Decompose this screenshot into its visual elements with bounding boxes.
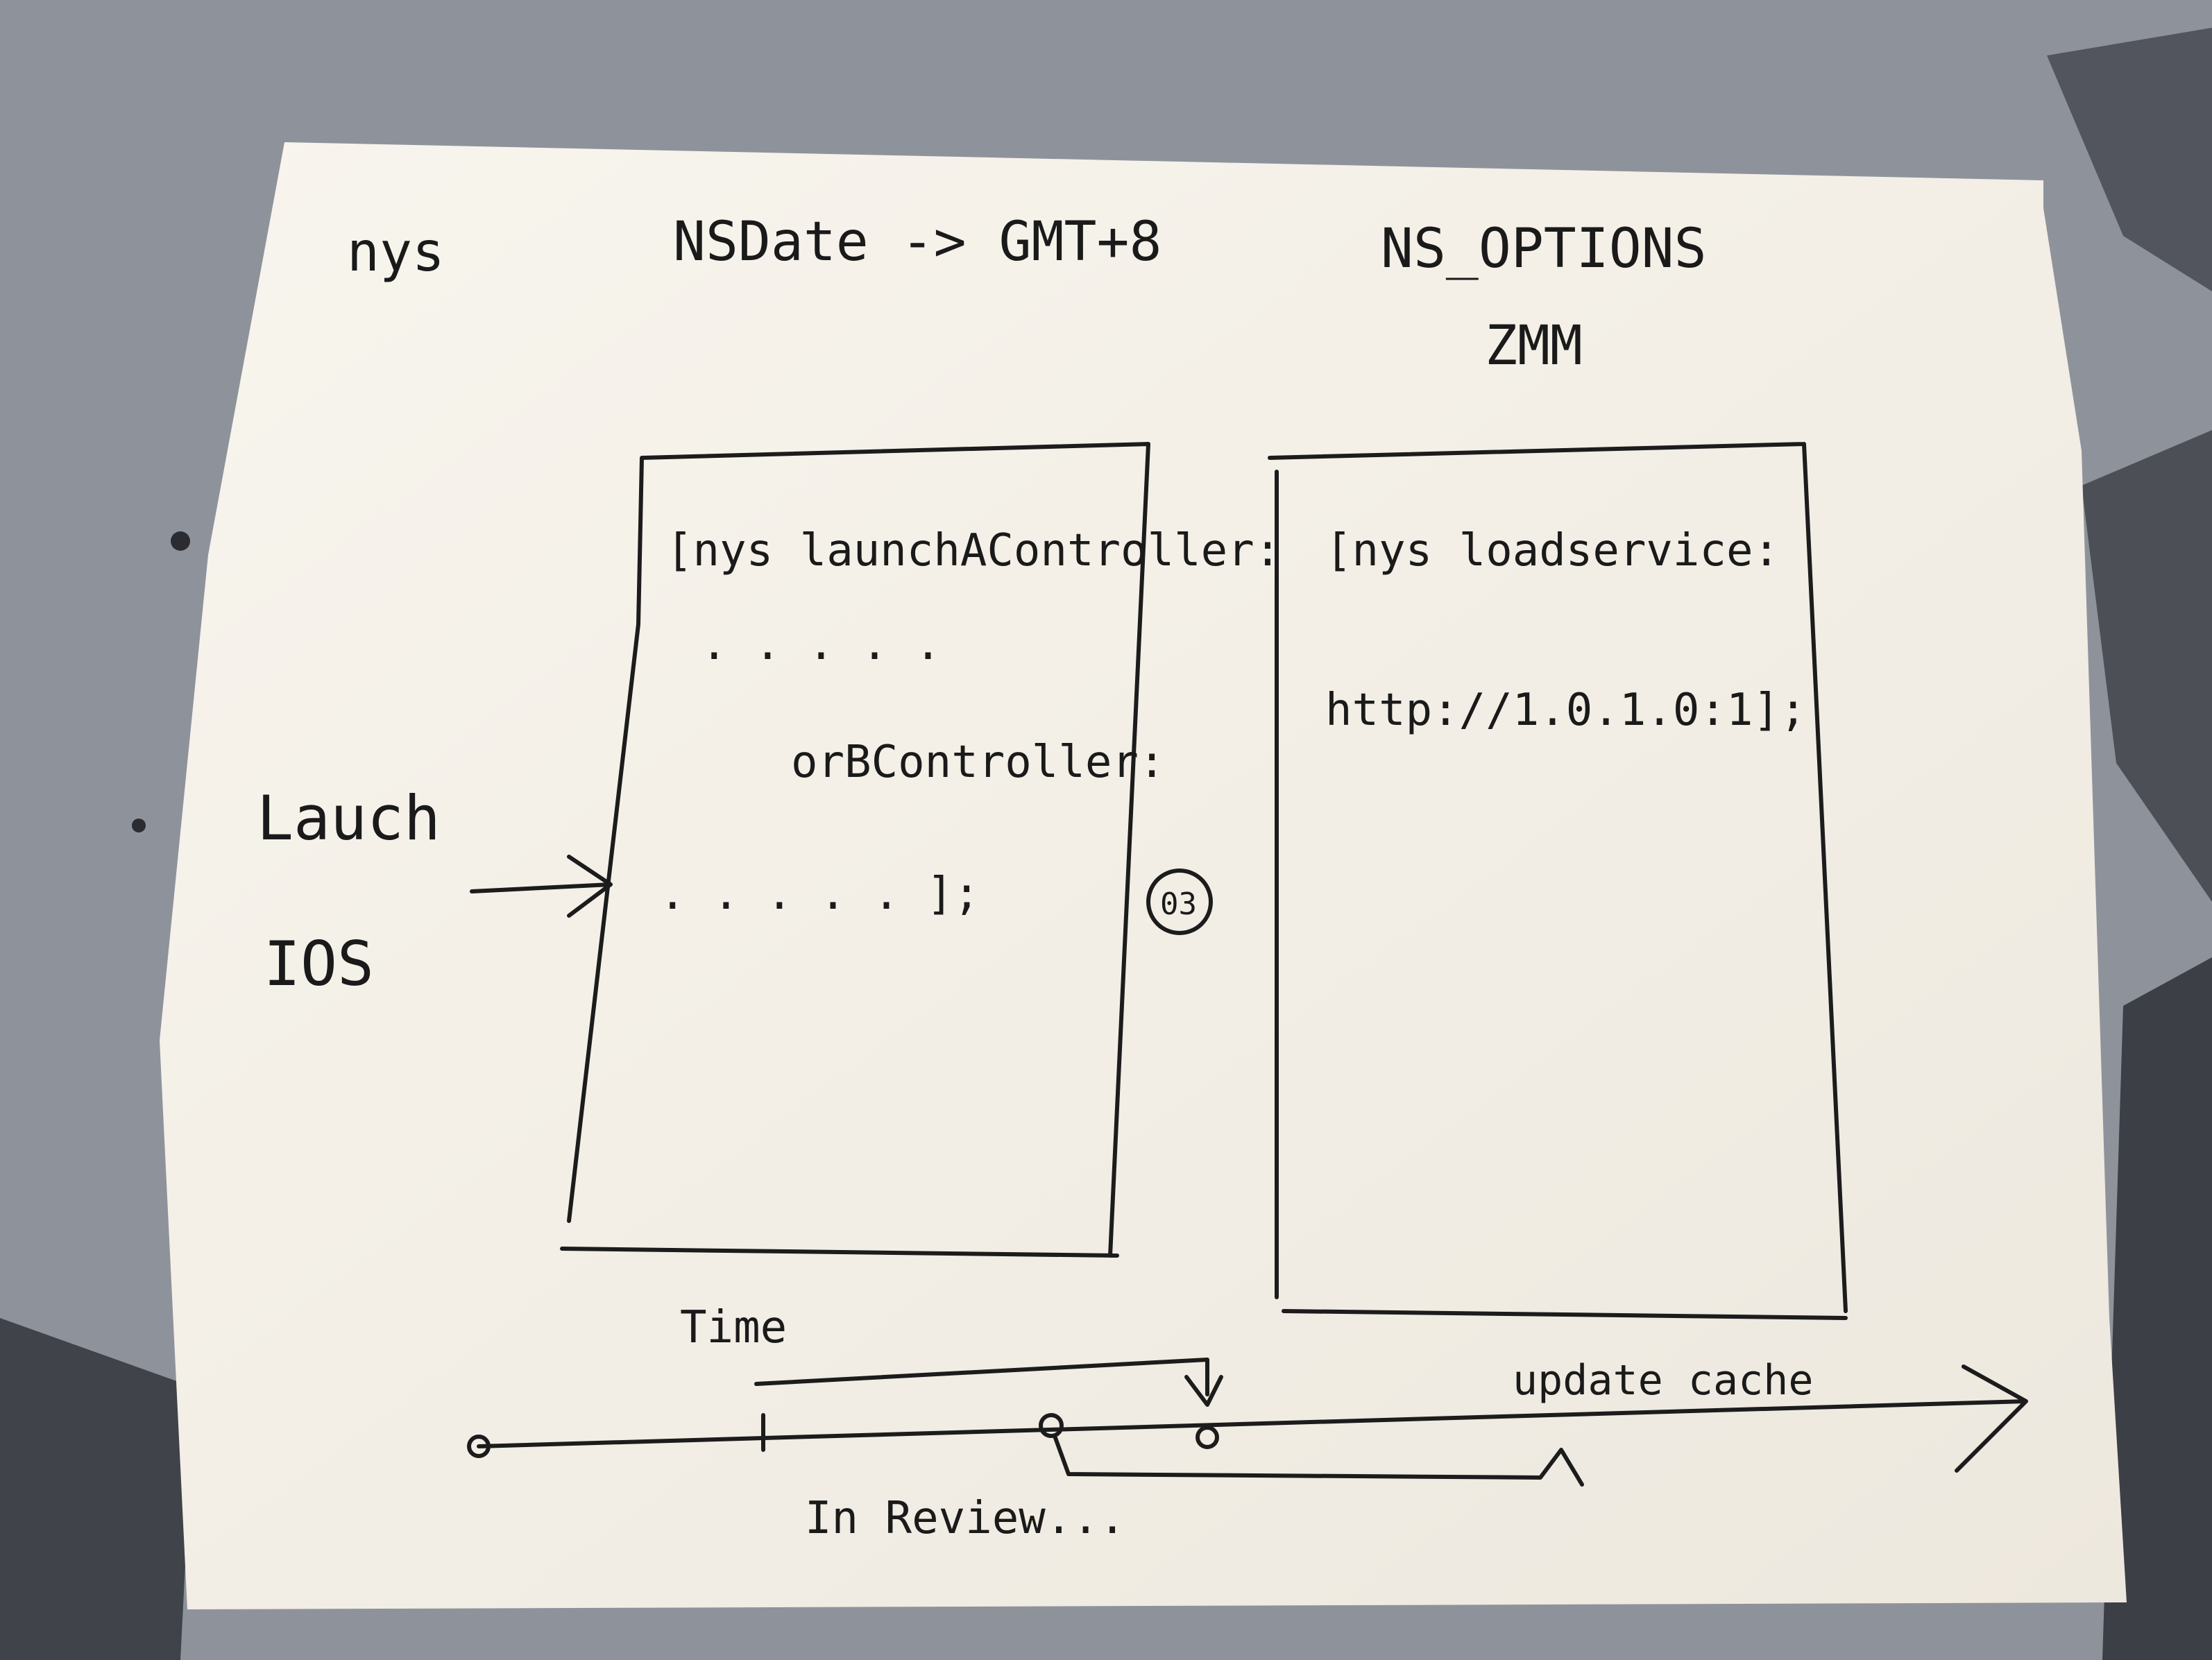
launch-label-line1: Lauch: [257, 782, 441, 854]
timeline-release-point: [1196, 1426, 1219, 1449]
left-panel-line2: . . . . .: [701, 619, 942, 670]
header-right-label-line2: ZMM: [1485, 315, 1583, 377]
timeline-start-point: [467, 1435, 491, 1458]
left-panel-line3: orBController:: [791, 737, 1165, 788]
timeline-review-label: In Review...: [805, 1493, 1125, 1544]
circle-marker-label: 03: [1160, 887, 1197, 922]
timeline-update-label: update cache: [1513, 1356, 1813, 1405]
paper-sheet: [160, 142, 2127, 1609]
left-panel-line4: . . . . . ];: [659, 868, 980, 920]
timeline-time-label: Time: [680, 1302, 787, 1353]
background-pattern: [0, 28, 2212, 1660]
circle-marker: [1146, 868, 1213, 935]
header-left-label: nys: [347, 221, 445, 284]
launch-label-line2: IOS: [264, 928, 374, 1000]
left-panel-line1: [nys launchAController:: [666, 525, 1281, 576]
right-panel-box: [1268, 442, 1848, 1320]
header-center-label: NSDate -> GMT+8: [673, 211, 1162, 273]
header-right-label-line1: NS_OPTIONS: [1381, 218, 1707, 280]
time-bracket-arrow: [754, 1358, 1223, 1407]
review-bracket-arrow: [1053, 1434, 1584, 1487]
timeline-review-point: [1039, 1413, 1064, 1438]
right-panel-line1: [nys loadservice:: [1325, 525, 1780, 576]
left-panel-box: [560, 442, 1150, 1258]
timeline-axis: [477, 1364, 2028, 1473]
launch-arrow: [470, 855, 613, 918]
right-panel-line2: http://1.0.1.0:1];: [1325, 685, 1807, 736]
